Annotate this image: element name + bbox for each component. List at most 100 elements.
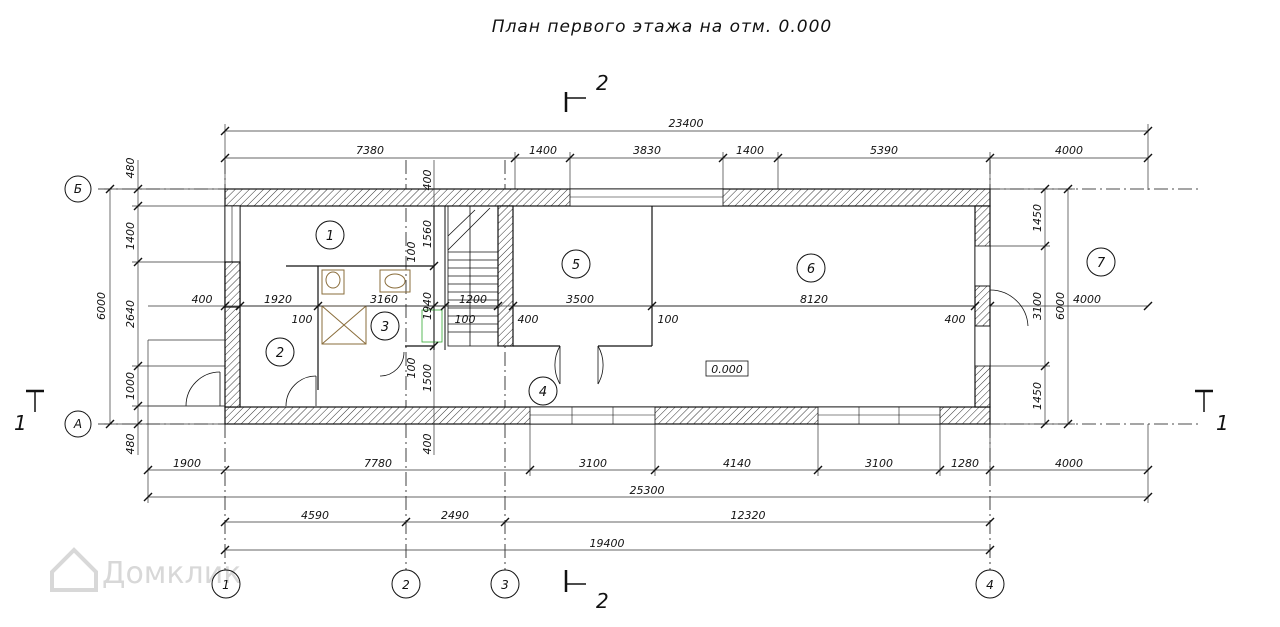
dim-left-480a: 480	[124, 158, 137, 179]
dim-bottom-2490: 2490	[441, 509, 469, 522]
room-4-label: 4	[539, 385, 547, 400]
section-mark-top: 2	[564, 71, 609, 112]
axis-label-1: 1	[222, 578, 230, 592]
dimension-lines-left	[104, 160, 225, 455]
room-2-label: 2	[276, 346, 284, 361]
room-3: 3	[370, 311, 400, 341]
room-6-label: 6	[807, 262, 815, 277]
windows	[224, 188, 991, 425]
dim-right-1450b: 1450	[1031, 382, 1044, 410]
room-4: 4	[528, 376, 558, 406]
axis-marker-4: 4	[975, 569, 1005, 599]
axis-marker-2: 2	[391, 569, 421, 599]
washer-fixture	[421, 309, 443, 343]
dim-inner-100e: 100	[405, 358, 418, 379]
dim-inner-1200: 1200	[459, 293, 487, 306]
doors	[185, 285, 1029, 407]
dim-top-1400a: 1400	[529, 144, 557, 157]
section-label-top: 2	[596, 71, 609, 95]
axis-marker-b: Б	[64, 175, 92, 203]
dim-bottom-3100b: 3100	[865, 457, 893, 470]
dim-left-480b: 480	[124, 434, 137, 455]
dim-inner-100d: 100	[405, 242, 418, 263]
dim-inner-1500: 1500	[421, 364, 434, 392]
dimension-lines-bottom	[147, 340, 1149, 551]
dim-bottom-1280: 1280	[951, 457, 979, 470]
inner-dimension-ticks	[220, 261, 980, 351]
elevation-mark: 0.000	[705, 360, 749, 377]
axis-label-2: 2	[402, 578, 410, 592]
dim-top-1400b: 1400	[736, 144, 764, 157]
interior-walls	[224, 205, 975, 390]
dim-inner-400f: 400	[421, 434, 434, 455]
section-label-bottom: 2	[596, 589, 609, 613]
dim-right-4000: 4000	[1073, 293, 1101, 306]
room-7-label: 7	[1097, 256, 1106, 271]
dim-top-5390: 5390	[870, 144, 898, 157]
dim-left-6000: 6000	[95, 292, 108, 320]
dim-inner-3160: 3160	[370, 293, 398, 306]
dim-top-3830: 3830	[633, 144, 661, 157]
dim-inner-100c: 100	[658, 313, 679, 326]
section-label-left: 1	[14, 411, 27, 435]
dim-inner-400c: 400	[518, 313, 539, 326]
dim-top-4000: 4000	[1055, 144, 1083, 157]
dim-bottom-4140: 4140	[723, 457, 751, 470]
watermark-text: Домклик	[102, 556, 241, 591]
elevation-label: 0.000	[711, 363, 743, 376]
dimension-ticks-right	[985, 184, 1153, 429]
dim-right-3100: 3100	[1031, 292, 1044, 320]
room-1-label: 1	[326, 229, 334, 244]
axis-marker-3: 3	[490, 569, 520, 599]
room-3-label: 3	[381, 320, 389, 335]
section-label-right: 1	[1216, 411, 1229, 435]
room-5: 5	[561, 249, 591, 279]
dim-inner-3500: 3500	[566, 293, 594, 306]
dim-inner-1920: 1920	[264, 293, 292, 306]
axis-label-a: А	[73, 417, 82, 431]
dimension-ticks-bottom	[143, 465, 1153, 555]
dim-bottom-4000: 4000	[1055, 457, 1083, 470]
dim-bottom-19400: 19400	[590, 537, 625, 550]
dim-inner-400d: 400	[421, 170, 434, 191]
dim-inner-1560: 1560	[421, 220, 434, 248]
section-mark-left: 1	[14, 389, 44, 435]
porch-left	[148, 339, 225, 407]
dim-right-6000: 6000	[1054, 292, 1067, 320]
section-mark-right: 1	[1195, 389, 1229, 435]
room-1: 1	[315, 220, 345, 250]
dim-inner-400b: 400	[945, 313, 966, 326]
dimension-ticks-top	[220, 126, 1153, 163]
room-6: 6	[796, 253, 826, 283]
axis-marker-a: А	[64, 410, 92, 438]
dim-bottom-3100a: 3100	[579, 457, 607, 470]
dim-right-1450a: 1450	[1031, 204, 1044, 232]
dim-bottom-7780: 7780	[364, 457, 392, 470]
axis-label-4: 4	[986, 578, 994, 592]
axis-label-3: 3	[501, 578, 509, 592]
dimension-lines-right	[990, 188, 1148, 425]
axis-marker-1: 1	[211, 569, 241, 599]
dim-bottom-overall: 25300	[630, 484, 665, 497]
dim-inner-8120: 8120	[800, 293, 828, 306]
dim-bottom-1900: 1900	[173, 457, 201, 470]
room-7: 7	[1086, 247, 1116, 277]
axis-label-b: Б	[74, 182, 82, 196]
dim-inner-400a: 400	[192, 293, 213, 306]
dimension-lines-top	[224, 124, 1149, 190]
dim-top-7380: 7380	[356, 144, 384, 157]
dim-inner-1940: 1940	[421, 292, 434, 320]
room-2: 2	[265, 337, 295, 367]
watermark-logo: Домклик	[50, 547, 241, 592]
staircase	[447, 205, 499, 347]
section-mark-bottom: 2	[564, 570, 609, 613]
inner-dimension-lines	[148, 160, 975, 455]
dim-left-1400: 1400	[124, 222, 137, 250]
dim-inner-100a: 100	[292, 313, 313, 326]
dimension-ticks-left	[105, 184, 143, 429]
drawing-title: План первого этажа на отм. 0.000	[492, 17, 832, 37]
room-5-label: 5	[572, 258, 580, 273]
dim-top-overall: 23400	[669, 117, 704, 130]
dim-bottom-12320: 12320	[731, 509, 766, 522]
